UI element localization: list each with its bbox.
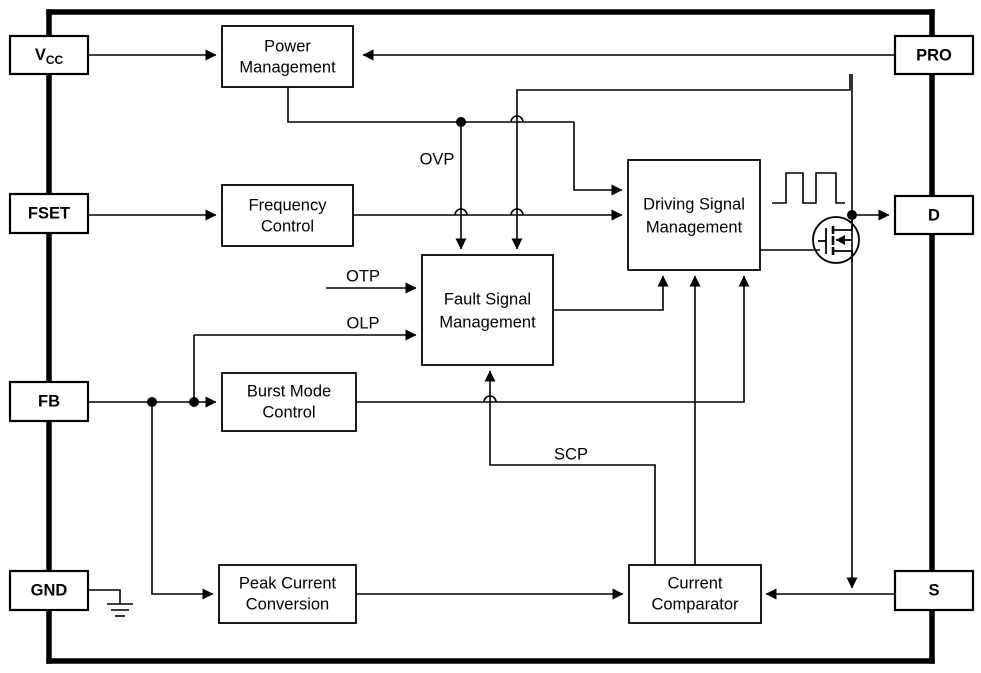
block-label-current-comparator-line2: Comparator [651,595,739,613]
pin-gnd[interactable]: GND [8,569,90,612]
block-label-frequency-control-line1: Frequency [249,196,328,214]
ic-outline [46,9,935,664]
signal-label-otp: OTP [346,267,380,285]
pin-label-d: D [928,206,940,224]
block-label-driving-signal-line2: Management [646,218,743,236]
n-channel-mosfet-symbol [812,216,860,264]
block-current-comparator[interactable]: Current Comparator [628,564,762,624]
block-burst-mode-control[interactable]: Burst Mode Control [221,372,357,432]
pin-d[interactable]: D [893,194,975,236]
junction-dots [147,117,857,407]
svg-text:VCC: VCC [35,46,64,67]
wire-hop-ovp-over-freq [454,208,468,216]
pwm-pulse-waveform [772,172,845,204]
pin-fset[interactable]: FSET [8,192,90,235]
pin-s[interactable]: S [893,569,975,612]
pin-label-fb: FB [38,392,60,410]
pin-label-pro: PRO [916,46,952,64]
block-label-power-management-line2: Management [239,58,336,76]
junction-dot-ovp [456,117,466,127]
wire-hop-pro-over-feedback [510,115,524,123]
block-label-frequency-control-line2: Control [261,217,314,235]
block-power-management[interactable]: Power Management [221,25,354,88]
wire-burst-mode-to-driving-signal [356,275,750,403]
ground-symbol [88,589,133,617]
wire-fb-to-peak-current-conversion [151,402,214,600]
signal-label-ovp: OVP [420,150,455,168]
junction-dot-drain [847,210,857,220]
block-fault-signal-management[interactable]: Fault Signal Management [421,254,554,366]
wire-power-management-feedback-bus [287,87,574,123]
junction-dot-fb-2 [189,397,199,407]
pin-vcc[interactable]: VCC [8,34,90,76]
signal-label-scp: SCP [554,445,588,463]
block-label-peak-current-line1: Peak Current [239,574,337,592]
junction-dot-fb-1 [147,397,157,407]
block-label-burst-mode-line1: Burst Mode [247,382,331,400]
signal-label-olp: OLP [346,314,379,332]
pin-label-s: S [928,581,939,599]
pin-label-vcc-subscript: CC [46,53,64,67]
wire-fault-signal-to-driving-signal [553,275,669,311]
wire-pro-branch-down [511,74,851,250]
block-peak-current-conversion[interactable]: Peak Current Conversion [218,564,357,624]
pin-label-gnd: GND [31,581,68,599]
block-label-driving-signal-line1: Driving Signal [643,195,745,213]
wire-feedback-to-driving-signal [573,122,623,196]
pin-pro[interactable]: PRO [893,34,975,76]
block-driving-signal-management[interactable]: Driving Signal Management [627,159,761,271]
wire-network [88,49,895,600]
block-label-peak-current-line2: Conversion [246,595,329,613]
wire-hop-pro-over-freq [510,208,524,216]
block-label-fault-signal-line1: Fault Signal [444,290,531,308]
block-label-current-comparator-line1: Current [667,574,722,592]
block-label-fault-signal-line2: Management [439,313,536,331]
block-label-burst-mode-line2: Control [262,403,315,421]
pin-fb[interactable]: FB [8,380,90,423]
wire-scp-to-fault-signal [484,370,656,565]
block-label-power-management-line1: Power [264,37,311,55]
block-frequency-control[interactable]: Frequency Control [221,184,354,247]
pin-label-fset: FSET [28,204,70,222]
pin-label-vcc: V [35,46,46,64]
